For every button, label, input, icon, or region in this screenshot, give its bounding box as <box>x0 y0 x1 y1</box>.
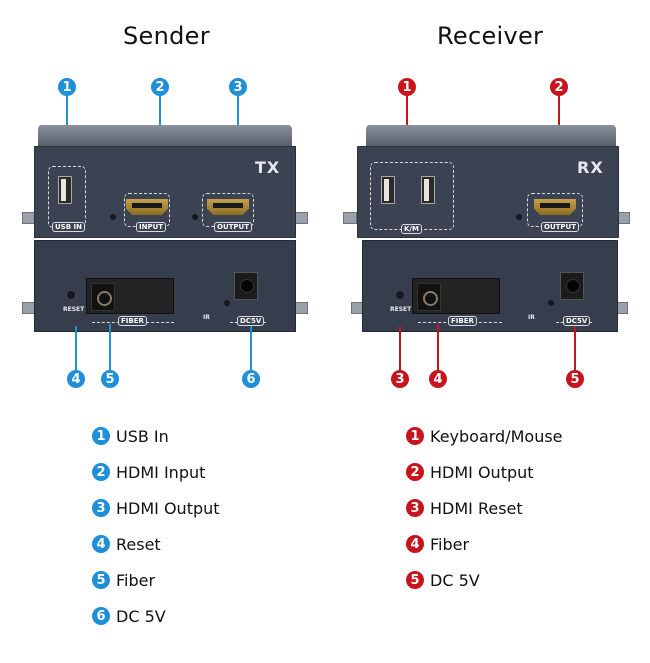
sender-flange-right-lower <box>294 302 308 314</box>
sender-legend-badge: 5 <box>92 571 110 589</box>
receiver-callout-3: 3 <box>391 370 409 388</box>
receiver-legend-label: HDMI Reset <box>430 498 523 518</box>
receiver-legend-label: Keyboard/Mouse <box>430 426 563 446</box>
receiver-leader-5 <box>574 326 576 370</box>
sender-leader-4 <box>75 326 77 370</box>
receiver-rx-mark: RX <box>577 158 604 177</box>
sender-legend-label: HDMI Output <box>116 498 220 518</box>
sender-callout-5: 5 <box>101 370 119 388</box>
receiver-legend: 1 Keyboard/Mouse 2 HDMI Output 3 HDMI Reset… <box>406 418 563 598</box>
receiver-hdmi-output-port <box>534 199 576 215</box>
sender-reset-label: RESET <box>63 306 85 313</box>
receiver-led <box>516 214 522 220</box>
sender-leader-6 <box>250 326 252 370</box>
sender-legend-badge: 3 <box>92 499 110 517</box>
receiver-legend-badge: 5 <box>406 571 424 589</box>
sender-legend-label: USB In <box>116 426 169 446</box>
receiver-front-panel-upper <box>357 146 619 238</box>
receiver-ir-dot <box>548 300 554 306</box>
receiver-leader-3 <box>399 326 401 370</box>
receiver-legend-item: 1 Keyboard/Mouse <box>406 418 563 454</box>
sender-tx-mark: TX <box>255 158 281 177</box>
receiver-output-label: OUTPUT <box>541 222 579 232</box>
sender-usb-label: USB IN <box>52 222 85 232</box>
sender-ir-label: IR <box>203 314 210 321</box>
receiver-callout-5: 5 <box>566 370 584 388</box>
sender-legend-item: 3 HDMI Output <box>92 490 220 526</box>
receiver-legend-badge: 1 <box>406 427 424 445</box>
sender-dc-jack <box>234 272 258 300</box>
receiver-title: Receiver <box>437 22 544 50</box>
sender-legend-badge: 6 <box>92 607 110 625</box>
sender-legend-badge: 4 <box>92 535 110 553</box>
receiver-legend-item: 5 DC 5V <box>406 562 563 598</box>
sender-title: Sender <box>123 22 210 50</box>
sender-output-label: OUTPUT <box>214 222 252 232</box>
sender-dc-label: DC5V <box>237 316 265 326</box>
receiver-legend-badge: 4 <box>406 535 424 553</box>
sender-legend-item: 6 DC 5V <box>92 598 220 634</box>
receiver-reset-button <box>395 290 405 300</box>
receiver-dc-label: DC5V <box>563 316 591 326</box>
sender-top-lid <box>38 125 292 147</box>
sender-legend-label: Fiber <box>116 570 156 590</box>
receiver-legend-label: DC 5V <box>430 570 480 590</box>
sender-legend-item: 4 Reset <box>92 526 220 562</box>
sender-flange-right-upper <box>294 212 308 224</box>
sender-hdmi-input-port <box>126 199 168 215</box>
sender-legend-item: 5 Fiber <box>92 562 220 598</box>
receiver-flange-left-upper <box>343 212 357 224</box>
receiver-top-lid <box>366 125 616 147</box>
receiver-legend-label: HDMI Output <box>430 462 534 482</box>
sender-legend-item: 1 USB In <box>92 418 220 454</box>
sender-legend-item: 2 HDMI Input <box>92 454 220 490</box>
sender-hdmi-output-port <box>207 199 249 215</box>
sender-callout-6: 6 <box>242 370 260 388</box>
receiver-legend-badge: 3 <box>406 499 424 517</box>
receiver-usb-port-1 <box>381 176 395 204</box>
receiver-callout-4: 4 <box>429 370 447 388</box>
sender-legend-badge: 1 <box>92 427 110 445</box>
receiver-fiber-module <box>412 278 500 314</box>
receiver-legend-label: Fiber <box>430 534 470 554</box>
sender-input-label: INPUT <box>136 222 167 232</box>
sender-legend-label: HDMI Input <box>116 462 206 482</box>
sender-ir-dot <box>224 300 230 306</box>
sender-legend-badge: 2 <box>92 463 110 481</box>
receiver-reset-label: RESET <box>390 306 412 313</box>
sender-usb-port <box>58 176 72 204</box>
sender-legend-label: Reset <box>116 534 161 554</box>
receiver-legend-badge: 2 <box>406 463 424 481</box>
sender-fiber-module <box>86 278 174 314</box>
receiver-leader-4 <box>437 324 439 370</box>
receiver-callout-1: 1 <box>398 78 416 96</box>
sender-leader-5 <box>109 324 111 370</box>
sender-reset-button <box>66 290 76 300</box>
sender-callout-3: 3 <box>229 78 247 96</box>
receiver-legend-item: 4 Fiber <box>406 526 563 562</box>
receiver-fiber-label: FIBER <box>448 316 477 326</box>
sender-led-1 <box>110 214 116 220</box>
sender-callout-2: 2 <box>151 78 169 96</box>
receiver-usb-port-2 <box>421 176 435 204</box>
receiver-callout-2: 2 <box>550 78 568 96</box>
receiver-km-label: K/M <box>401 224 422 234</box>
receiver-legend-item: 3 HDMI Reset <box>406 490 563 526</box>
receiver-ir-label: IR <box>528 314 535 321</box>
sender-led-2 <box>192 214 198 220</box>
sender-fiber-label: FIBER <box>118 316 147 326</box>
sender-callout-4: 4 <box>67 370 85 388</box>
receiver-legend-item: 2 HDMI Output <box>406 454 563 490</box>
sender-callout-1: 1 <box>58 78 76 96</box>
receiver-dc-jack <box>560 272 584 300</box>
sender-legend-label: DC 5V <box>116 606 166 626</box>
